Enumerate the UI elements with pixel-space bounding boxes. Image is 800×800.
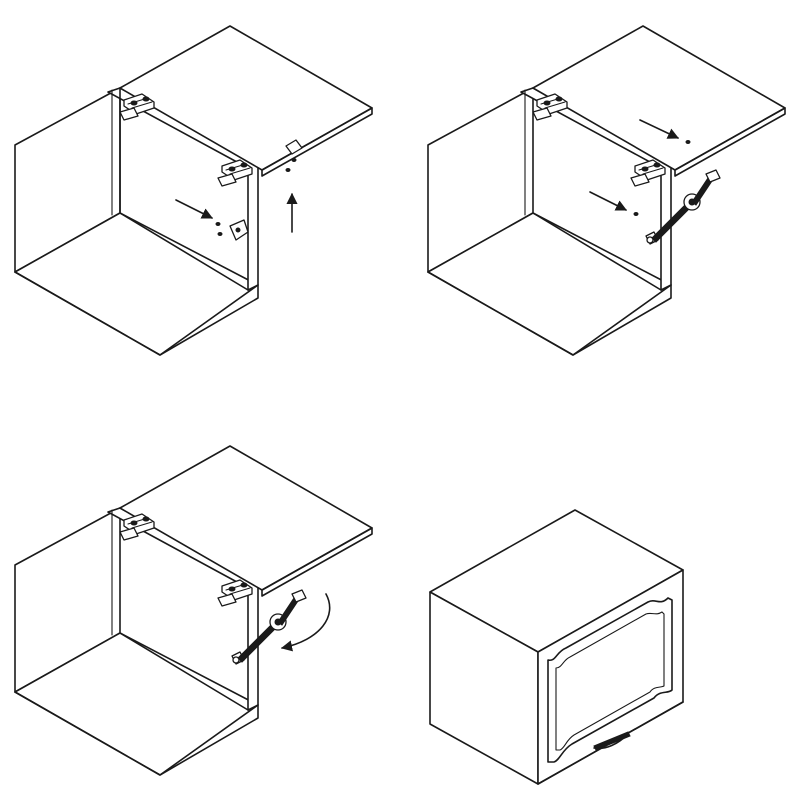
cabinet-door-open bbox=[532, 25, 786, 171]
mounting-plate-icon bbox=[285, 139, 303, 155]
hinge-bottom-icon bbox=[217, 579, 253, 607]
cabinet-door-open bbox=[119, 445, 373, 591]
panel-3 bbox=[14, 445, 373, 776]
insert-arrow-icon bbox=[175, 199, 214, 219]
panel-2 bbox=[427, 25, 786, 356]
hinge-bottom-icon bbox=[217, 159, 253, 187]
cabinet-door-open bbox=[119, 25, 373, 171]
insert-arrow-icon bbox=[589, 191, 628, 211]
panel-4 bbox=[429, 509, 684, 785]
lift-stay-icon bbox=[231, 589, 307, 665]
insert-arrow-icon bbox=[639, 119, 680, 139]
hinge-bottom-icon bbox=[630, 159, 666, 187]
lift-stay-icon bbox=[645, 169, 721, 245]
rotate-arrow-icon bbox=[280, 593, 331, 652]
door-raised-panel bbox=[547, 597, 673, 763]
panel-1 bbox=[14, 25, 373, 356]
